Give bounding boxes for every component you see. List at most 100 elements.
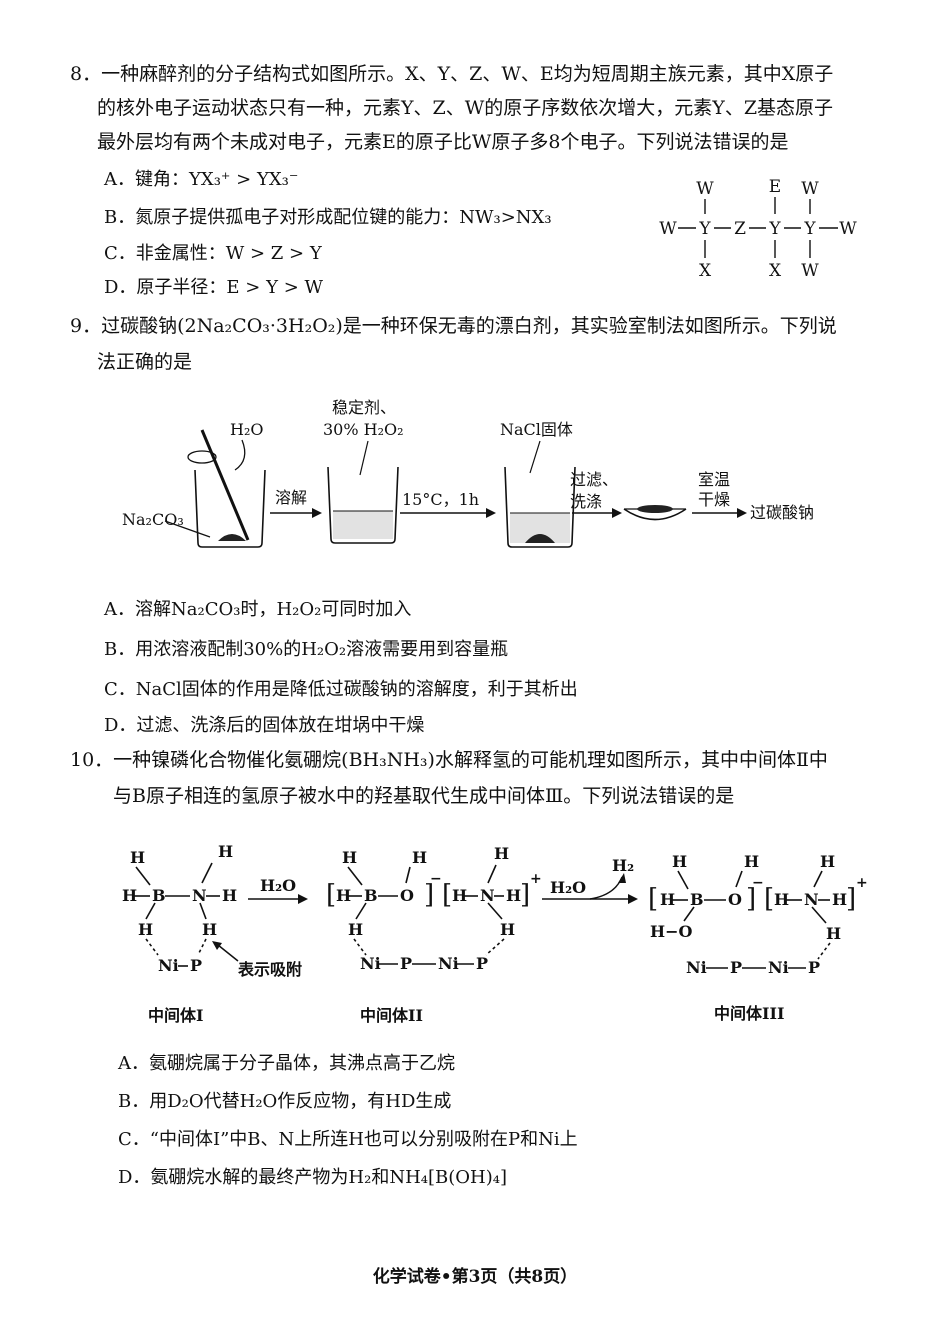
svg-text:Ni: Ni bbox=[686, 958, 707, 977]
label-na2co3: Na₂CO₃ bbox=[122, 510, 184, 529]
q8-option-b[interactable]: B．氮原子提供孤电子对形成配位键的能力：NW₃>NX₃ bbox=[104, 207, 552, 228]
svg-text:P: P bbox=[730, 958, 742, 977]
atom-w-left: W bbox=[659, 219, 677, 239]
label-h2: H₂ bbox=[612, 856, 634, 875]
svg-text:[: [ bbox=[648, 884, 658, 914]
svg-text:Ni: Ni bbox=[158, 956, 179, 975]
label-dry: 干燥 bbox=[698, 490, 730, 509]
label-int1: 中间体I bbox=[148, 1006, 204, 1025]
atom-y-1: Y bbox=[698, 219, 711, 239]
svg-text:H: H bbox=[506, 886, 521, 905]
label-h2o-2: H₂O bbox=[550, 878, 586, 897]
q9-stem-line2: 法正确的是 bbox=[97, 351, 193, 373]
q10-option-b[interactable]: B．用D₂O代替H₂O作反应物，有HD生成 bbox=[118, 1091, 452, 1112]
label-room: 室温 bbox=[698, 470, 730, 489]
label-h2o2: 30% H₂O₂ bbox=[323, 420, 404, 439]
svg-text:N: N bbox=[480, 886, 495, 905]
svg-text:B: B bbox=[364, 886, 378, 905]
atom-y-2: Y bbox=[768, 219, 781, 239]
atom-w-right: W bbox=[839, 219, 857, 239]
label-wash: 洗涤 bbox=[570, 492, 602, 511]
arrow-water bbox=[234, 439, 246, 471]
evaporating-dish bbox=[623, 508, 687, 521]
q9-option-a[interactable]: A．溶解Na₂CO₃时，H₂O₂可同时加入 bbox=[104, 599, 412, 620]
q8-stem-line1: 8．一种麻醉剂的分子结构式如图所示。X、Y、Z、W、E均为短周期主族元素，其中X… bbox=[70, 63, 834, 85]
svg-text:O: O bbox=[728, 890, 742, 909]
q9-option-c[interactable]: C．NaCl固体的作用是降低过碳酸钠的溶解度，利于其析出 bbox=[104, 679, 578, 700]
q10-stem-line2: 与B原子相连的氢原子被水中的羟基取代生成中间体Ⅲ。下列说法错误的是 bbox=[113, 785, 735, 807]
svg-text:H: H bbox=[744, 852, 759, 871]
svg-text:−: − bbox=[752, 875, 764, 891]
svg-text:H: H bbox=[832, 890, 847, 909]
atom-x-bottom2: X bbox=[769, 261, 782, 281]
q8-option-a[interactable]: A．键角：YX₃⁺ > YX₃⁻ bbox=[104, 169, 299, 190]
beaker-1 bbox=[194, 469, 266, 548]
svg-text:H: H bbox=[500, 920, 515, 939]
svg-text:H: H bbox=[494, 844, 509, 863]
label-temp: 15°C，1h bbox=[402, 490, 479, 509]
solid-pile-3 bbox=[525, 534, 555, 543]
svg-text:B: B bbox=[152, 886, 166, 905]
label-nacl: NaCl固体 bbox=[500, 420, 573, 439]
q10-option-a[interactable]: A．氨硼烷属于分子晶体，其沸点高于乙烷 bbox=[118, 1053, 455, 1074]
svg-text:H: H bbox=[774, 890, 789, 909]
svg-text:H: H bbox=[820, 852, 835, 871]
svg-text:H: H bbox=[342, 848, 357, 867]
svg-text:H: H bbox=[660, 890, 675, 909]
svg-text:B: B bbox=[690, 890, 704, 909]
atom-e-top: E bbox=[769, 177, 781, 197]
label-water-1: H₂O bbox=[230, 420, 263, 439]
atom-w-top1: W bbox=[696, 179, 714, 199]
svg-text:]: ] bbox=[746, 884, 756, 914]
svg-text:H: H bbox=[672, 852, 687, 871]
beaker-3 bbox=[504, 466, 576, 548]
svg-text:H: H bbox=[122, 886, 137, 905]
svg-text:−: − bbox=[430, 871, 442, 887]
q9-stem-line1: 9．过碳酸钠(2Na₂CO₃·3H₂O₂)是一种环保无毒的漂白剂，其实验室制法如… bbox=[70, 315, 837, 337]
label-h2o-1: H₂O bbox=[260, 876, 296, 895]
q9-option-d[interactable]: D．过滤、洗涤后的固体放在坩埚中干燥 bbox=[104, 715, 425, 736]
svg-text:N: N bbox=[192, 886, 207, 905]
label-product: 过碳酸钠 bbox=[750, 503, 814, 522]
svg-text:H: H bbox=[348, 920, 363, 939]
atom-w-bottom: W bbox=[801, 261, 819, 281]
svg-text:H−O: H−O bbox=[650, 922, 693, 941]
svg-text:[: [ bbox=[764, 884, 774, 914]
label-dissolve: 溶解 bbox=[275, 488, 307, 507]
q8-option-d[interactable]: D．原子半径：E > Y > W bbox=[104, 277, 324, 298]
q9-process-diagram: H₂O Na₂CO₃ 溶解 稳定剂、 30% H₂O₂ 15°C，1h NaCl… bbox=[122, 398, 814, 548]
q9-option-b[interactable]: B．用浓溶液配制30%的H₂O₂溶液需要用到容量瓶 bbox=[104, 639, 509, 660]
svg-text:Ni: Ni bbox=[768, 958, 789, 977]
page-footer: 化学试卷•第3页（共8页） bbox=[372, 1267, 578, 1287]
svg-text:P: P bbox=[476, 954, 488, 973]
svg-text:]: ] bbox=[424, 880, 434, 910]
atom-z: Z bbox=[734, 219, 746, 239]
svg-text:[: [ bbox=[326, 880, 336, 910]
svg-text:H: H bbox=[336, 886, 351, 905]
svg-text:H: H bbox=[130, 848, 145, 867]
svg-text:H: H bbox=[138, 920, 153, 939]
q10-stem-line1: 10．一种镍磷化合物催化氨硼烷(BH₃NH₃)水解释氢的可能机理如图所示，其中中… bbox=[70, 749, 828, 771]
svg-text:[: [ bbox=[442, 880, 452, 910]
q10-option-c[interactable]: C．“中间体Ⅰ”中B、N上所连H也可以分别吸附在P和Ni上 bbox=[118, 1129, 578, 1150]
q10-mechanism-diagram: H H H B N H H H Ni P 表示吸附 中间体I H₂O [ bbox=[122, 842, 868, 1025]
q10-option-d[interactable]: D．氨硼烷水解的最终产物为H₂和NH₄[B(OH)₄] bbox=[118, 1167, 507, 1188]
svg-text:P: P bbox=[808, 958, 820, 977]
label-int3: 中间体III bbox=[714, 1004, 784, 1023]
svg-text:H: H bbox=[202, 920, 217, 939]
svg-text:]: ] bbox=[846, 884, 856, 914]
atom-w-top2: W bbox=[801, 179, 819, 199]
q8-option-c[interactable]: C．非金属性：W > Z > Y bbox=[104, 243, 322, 264]
atom-y-3: Y bbox=[803, 219, 816, 239]
q8-stem-line2: 的核外电子运动状态只有一种，元素Y、Z、W的原子序数依次增大，元素Y、Z基态原子 bbox=[97, 97, 834, 119]
svg-text:O: O bbox=[400, 886, 414, 905]
svg-text:P: P bbox=[190, 956, 202, 975]
label-adsorb: 表示吸附 bbox=[237, 960, 302, 979]
label-int2: 中间体II bbox=[360, 1006, 423, 1025]
svg-text:N: N bbox=[804, 890, 819, 909]
svg-text:P: P bbox=[400, 954, 412, 973]
solid-pile-1 bbox=[218, 534, 246, 541]
svg-text:H: H bbox=[826, 924, 841, 943]
svg-text:+: + bbox=[856, 875, 868, 891]
q8-molecule-structure: W E W W Y Z Y Y W X X W bbox=[659, 177, 857, 281]
